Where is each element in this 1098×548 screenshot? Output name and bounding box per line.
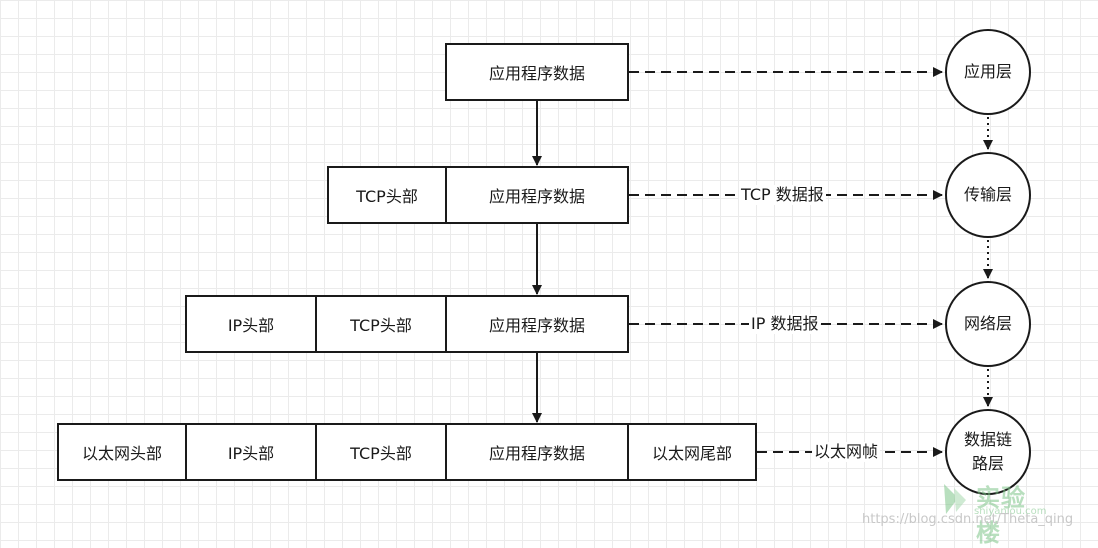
logo-url: shiyanlou.com bbox=[974, 506, 1047, 517]
ip-header-box-row4: IP头部 bbox=[185, 423, 317, 481]
leaf-icon bbox=[944, 484, 966, 514]
tcp-header-box-row3: TCP头部 bbox=[315, 295, 447, 353]
layer-network: 网络层 bbox=[945, 281, 1031, 367]
layer-application-label: 应用层 bbox=[963, 62, 1012, 81]
layer-application: 应用层 bbox=[945, 29, 1031, 115]
blog-watermark: https://blog.csdn.net/Theta_qing bbox=[862, 512, 1074, 527]
layer-transport: 传输层 bbox=[945, 152, 1031, 238]
layer-datalink-label-line1: 数据链 bbox=[963, 430, 1012, 449]
app-data-box-row4: 应用程序数据 bbox=[445, 423, 629, 481]
edge-label-ip: IP 数据报 bbox=[749, 314, 821, 334]
layer-network-label: 网络层 bbox=[963, 314, 1012, 333]
tcp-header-box-row2: TCP头部 bbox=[327, 166, 447, 224]
eth-header-box-row4: 以太网头部 bbox=[57, 423, 187, 481]
app-data-box-row2: 应用程序数据 bbox=[445, 166, 629, 224]
layer-transport-label: 传输层 bbox=[963, 185, 1012, 204]
app-data-box-row1: 应用程序数据 bbox=[445, 43, 629, 101]
ip-header-box-row3: IP头部 bbox=[185, 295, 317, 353]
layer-datalink: 数据链 路层 bbox=[945, 409, 1031, 495]
tcp-header-box-row4: TCP头部 bbox=[315, 423, 447, 481]
edge-label-tcp: TCP 数据报 bbox=[739, 185, 826, 205]
edge-label-eth: 以太网帧 bbox=[812, 442, 881, 462]
eth-trailer-box-row4: 以太网尾部 bbox=[627, 423, 757, 481]
app-data-box-row3: 应用程序数据 bbox=[445, 295, 629, 353]
layer-datalink-label: 数据链 路层 bbox=[964, 428, 1012, 476]
layer-datalink-label-line2: 路层 bbox=[971, 454, 1004, 473]
